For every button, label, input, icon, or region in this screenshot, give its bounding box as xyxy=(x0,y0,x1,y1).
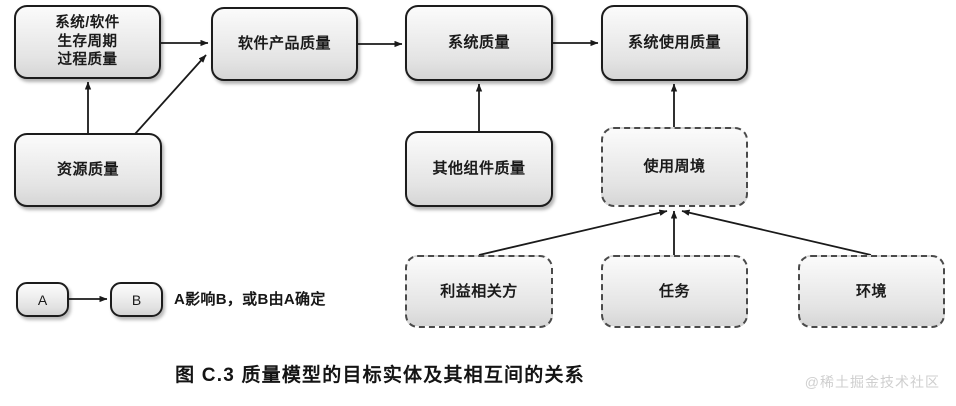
watermark: @稀土掘金技术社区 xyxy=(804,374,940,390)
node-label: 系统质量 xyxy=(447,34,510,52)
node-environment[interactable]: 环境 xyxy=(798,255,945,328)
node-context-of-use[interactable]: 使用周境 xyxy=(601,127,748,207)
edge-stakeholders-to-context xyxy=(478,209,668,256)
figure-caption: 图 C.3 质量模型的目标实体及其相互间的关系 xyxy=(175,365,585,386)
node-lifecycle-process-quality[interactable]: 系统/软件 生存周期 过程质量 xyxy=(14,5,161,79)
node-other-component-quality[interactable]: 其他组件质量 xyxy=(405,131,553,207)
node-quality-in-use[interactable]: 系统使用质量 xyxy=(601,5,748,81)
node-resource-quality[interactable]: 资源质量 xyxy=(14,133,162,207)
legend-box-a-label: A xyxy=(37,291,48,308)
node-software-product-quality[interactable]: 软件产品质量 xyxy=(211,7,358,81)
edge-environment-to-context xyxy=(681,209,872,256)
node-label: 环境 xyxy=(855,282,887,300)
node-label: 系统使用质量 xyxy=(627,34,721,52)
node-label: 软件产品质量 xyxy=(237,35,331,53)
node-label: 任务 xyxy=(658,282,690,300)
legend-box-a: A xyxy=(16,282,69,317)
node-system-quality[interactable]: 系统质量 xyxy=(405,5,553,81)
node-label: 其他组件质量 xyxy=(432,160,526,178)
node-label: 利益相关方 xyxy=(440,282,518,300)
node-label: 资源质量 xyxy=(56,161,119,179)
node-label: 使用周境 xyxy=(643,158,706,176)
node-stakeholders[interactable]: 利益相关方 xyxy=(405,255,553,328)
node-label: 系统/软件 生存周期 过程质量 xyxy=(55,15,120,69)
legend-box-b-label: B xyxy=(131,291,142,308)
node-tasks[interactable]: 任务 xyxy=(601,255,748,328)
legend-description: A影响B，或B由A确定 xyxy=(174,291,326,308)
legend-box-b: B xyxy=(110,282,163,317)
